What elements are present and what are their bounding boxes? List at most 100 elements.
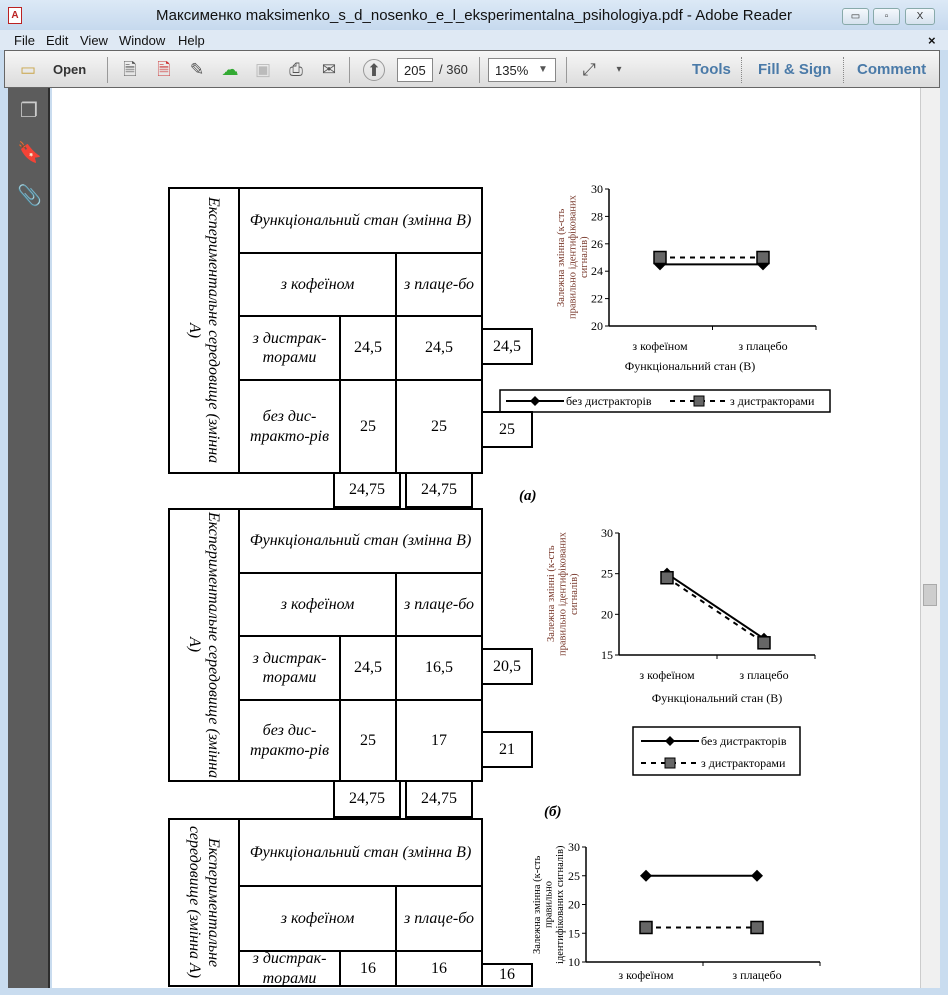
chevron-down-icon[interactable]: ▼ bbox=[538, 64, 548, 75]
open-folder-icon[interactable]: ▭ bbox=[19, 60, 37, 79]
y-tick-label: 25 bbox=[568, 869, 580, 883]
restore-button[interactable]: ▫ bbox=[873, 8, 900, 25]
table-row-label: з дистрак-торами bbox=[238, 315, 341, 381]
sign-icon[interactable]: ✎ bbox=[189, 60, 205, 79]
window-border bbox=[0, 988, 948, 995]
data-point-square bbox=[757, 636, 771, 650]
table-cell: 16 bbox=[395, 950, 483, 987]
legend-marker-diamond bbox=[530, 396, 540, 406]
table-col-caffeine-text: з кофеїном bbox=[280, 595, 355, 613]
zoom-select[interactable]: 135% bbox=[488, 58, 556, 82]
y-tick-label: 30 bbox=[601, 526, 613, 540]
close-button[interactable]: X bbox=[905, 8, 935, 25]
y-tick-label: 20 bbox=[591, 319, 603, 333]
table-row-label-text: з дистрак-торами bbox=[252, 649, 327, 686]
data-point-square bbox=[660, 570, 674, 585]
row-mean-box: 24,5 bbox=[481, 328, 533, 365]
col-mean-box: 24,75 bbox=[405, 472, 473, 508]
row-mean-box: 16 bbox=[481, 963, 533, 987]
data-point-square bbox=[639, 920, 653, 935]
x-tick-label: з плацебо bbox=[739, 668, 788, 682]
legend-box bbox=[499, 389, 831, 413]
table-col-caffeine-text: з кофеїном bbox=[280, 275, 355, 293]
print-icon[interactable]: ⎙ bbox=[289, 60, 303, 79]
table-cell-text: 16,5 bbox=[425, 659, 453, 677]
fit-page-icon[interactable]: ⤢ bbox=[582, 60, 596, 79]
previous-page-icon[interactable]: ⬆ bbox=[363, 59, 385, 81]
separator bbox=[479, 57, 480, 83]
data-point-square bbox=[653, 250, 667, 265]
attachments-icon[interactable]: 📎 bbox=[17, 185, 42, 207]
menu-view[interactable]: View bbox=[80, 33, 108, 48]
edit-pdf-icon[interactable]: 🗎 bbox=[157, 60, 171, 79]
table-cell-text: 25 bbox=[360, 731, 376, 749]
document-view: Експериментальне середовище (змінна А)Фу… bbox=[52, 88, 920, 988]
legend-marker-diamond bbox=[665, 736, 675, 746]
legend-label: без дистракторів bbox=[566, 394, 652, 408]
window-title: Максименко maksimenko_s_d_nosenko_e_l_ek… bbox=[156, 7, 792, 24]
row-mean-box-text: 24,5 bbox=[493, 337, 521, 355]
y-axis-label: Залежна змінна (к-сть правильно ідентифі… bbox=[532, 845, 567, 964]
table-header: Функціональний стан (змінна В) bbox=[238, 818, 483, 887]
separator bbox=[741, 57, 742, 83]
separator bbox=[349, 57, 350, 83]
close-document-button[interactable]: × bbox=[928, 33, 936, 48]
legend-marker-square bbox=[693, 395, 705, 407]
series-line-with-distractors bbox=[666, 576, 765, 644]
scrollbar-thumb[interactable] bbox=[923, 584, 937, 606]
separator bbox=[566, 57, 567, 83]
tools-button[interactable]: Tools bbox=[692, 61, 731, 78]
page-total: / 360 bbox=[439, 62, 468, 77]
cloud-upload-icon[interactable]: ☁ bbox=[221, 60, 239, 79]
row-mean-box: 20,5 bbox=[481, 648, 533, 685]
row-mean-box: 21 bbox=[481, 731, 533, 768]
more-tools-icon[interactable]: ▾ bbox=[616, 64, 622, 75]
table-cell: 24,5 bbox=[339, 635, 397, 701]
table-cell: 25 bbox=[339, 699, 397, 782]
vertical-scrollbar[interactable] bbox=[920, 88, 940, 988]
create-pdf-icon[interactable]: 🗎 bbox=[123, 60, 137, 79]
save-icon[interactable]: ▣ bbox=[254, 60, 272, 79]
table-cell: 16,5 bbox=[395, 635, 483, 701]
y-tick-label: 28 bbox=[591, 209, 603, 223]
bookmarks-icon[interactable]: 🔖 bbox=[17, 142, 42, 164]
table-cell-text: 24,5 bbox=[425, 339, 453, 357]
col-mean-box-text: 24,75 bbox=[421, 481, 457, 499]
col-mean-box: 24,75 bbox=[333, 780, 401, 818]
legend-label: з дистракторами bbox=[701, 756, 786, 770]
open-button[interactable]: Open bbox=[53, 62, 87, 77]
email-icon[interactable]: ✉ bbox=[321, 60, 337, 79]
x-tick-label: з кофеїном bbox=[632, 339, 688, 353]
data-point-square bbox=[756, 250, 770, 265]
table-header: Функціональний стан (змінна В) bbox=[238, 187, 483, 254]
series-line-without-distractors bbox=[666, 572, 765, 640]
adobe-reader-icon: A bbox=[8, 7, 22, 24]
y-tick-label: 26 bbox=[591, 237, 603, 251]
menu-edit[interactable]: Edit bbox=[46, 33, 69, 48]
minimize-button[interactable]: ▭ bbox=[842, 8, 869, 25]
menu-help[interactable]: Help bbox=[178, 33, 205, 48]
menu-window[interactable]: Window bbox=[119, 33, 166, 48]
menu-bar: File Edit View Window Help × bbox=[0, 30, 948, 50]
row-mean-box-text: 16 bbox=[499, 966, 515, 984]
table-cell-text: 16 bbox=[431, 959, 447, 977]
col-mean-box-text: 24,75 bbox=[421, 790, 457, 808]
table-row-label: з дистрак-торами bbox=[238, 950, 341, 987]
data-point-diamond bbox=[640, 869, 652, 882]
menu-file[interactable]: File bbox=[14, 33, 35, 48]
table-col-caffeine: з кофеїном bbox=[238, 252, 397, 317]
comment-button[interactable]: Comment bbox=[857, 61, 927, 78]
table-header-text: Функціональний стан (змінна В) bbox=[249, 211, 472, 229]
table-col-caffeine-text: з кофеїном bbox=[280, 909, 355, 927]
col-mean-box: 24,75 bbox=[333, 472, 401, 508]
x-axis-label: Функціональний стан (В) bbox=[652, 691, 783, 705]
y-tick-label: 20 bbox=[601, 607, 613, 621]
legend-marker-square bbox=[664, 757, 676, 769]
page-thumbnails-icon[interactable]: ❐ bbox=[20, 100, 38, 122]
fill-sign-button[interactable]: Fill & Sign bbox=[758, 61, 832, 78]
table-row-label: без дис-тракто-рів bbox=[238, 379, 341, 474]
table-cell-text: 24,5 bbox=[354, 659, 382, 677]
page-number-input[interactable]: 205 bbox=[397, 58, 433, 82]
x-axis-label: Функціональний стан (В) bbox=[625, 359, 756, 373]
